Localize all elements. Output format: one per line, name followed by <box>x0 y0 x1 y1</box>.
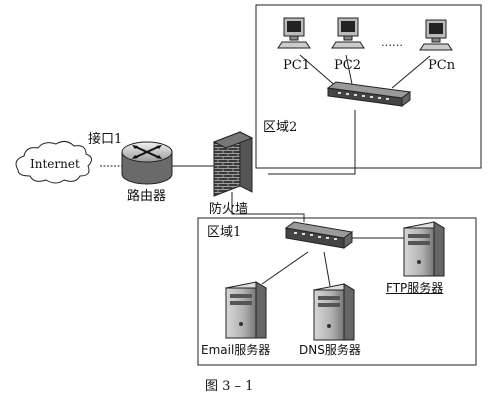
link-zone2-firewall <box>268 110 356 175</box>
ftp-server-icon <box>402 221 446 277</box>
pcn-icon <box>419 19 453 51</box>
zone2-box <box>255 4 482 169</box>
internet-label: Internet <box>30 157 80 171</box>
internet-cloud-icon <box>15 140 92 184</box>
zone1-switch-icon <box>284 221 354 249</box>
link-pcn-hub <box>391 55 431 89</box>
pc1-icon <box>277 17 311 49</box>
email-server-icon <box>224 281 268 339</box>
pc2-label: PC2 <box>334 58 361 73</box>
dns-server-icon <box>312 283 356 341</box>
firewall-label: 防火墙 <box>209 202 249 217</box>
router-icon <box>121 141 173 185</box>
link-switch-dns <box>323 251 331 287</box>
ftp-server-label: FTP服务器 <box>386 281 444 295</box>
firewall-icon <box>212 131 254 197</box>
link-pc1-hub <box>299 54 339 89</box>
email-server-label: Email服务器 <box>201 343 271 357</box>
connections <box>172 54 431 287</box>
interface-label: 接口1 <box>88 132 123 147</box>
router-label: 路由器 <box>127 189 167 204</box>
pcn-label: PCn <box>428 58 456 73</box>
link-firewall-zone1-switch <box>231 192 305 222</box>
figure-caption: 图 3 – 1 <box>205 379 254 394</box>
link-switch-email <box>261 251 309 285</box>
zone2-switch-icon <box>326 81 412 107</box>
pc2-icon <box>331 17 365 49</box>
link-pc2-hub <box>345 54 353 85</box>
pc1-label: PC1 <box>283 58 310 73</box>
dns-server-label: DNS服务器 <box>299 343 361 357</box>
zone1-label: 区域1 <box>207 225 242 240</box>
zone2-label: 区域2 <box>263 120 298 135</box>
pc-ellipsis: …… <box>381 36 403 49</box>
zone1-box <box>197 217 477 366</box>
